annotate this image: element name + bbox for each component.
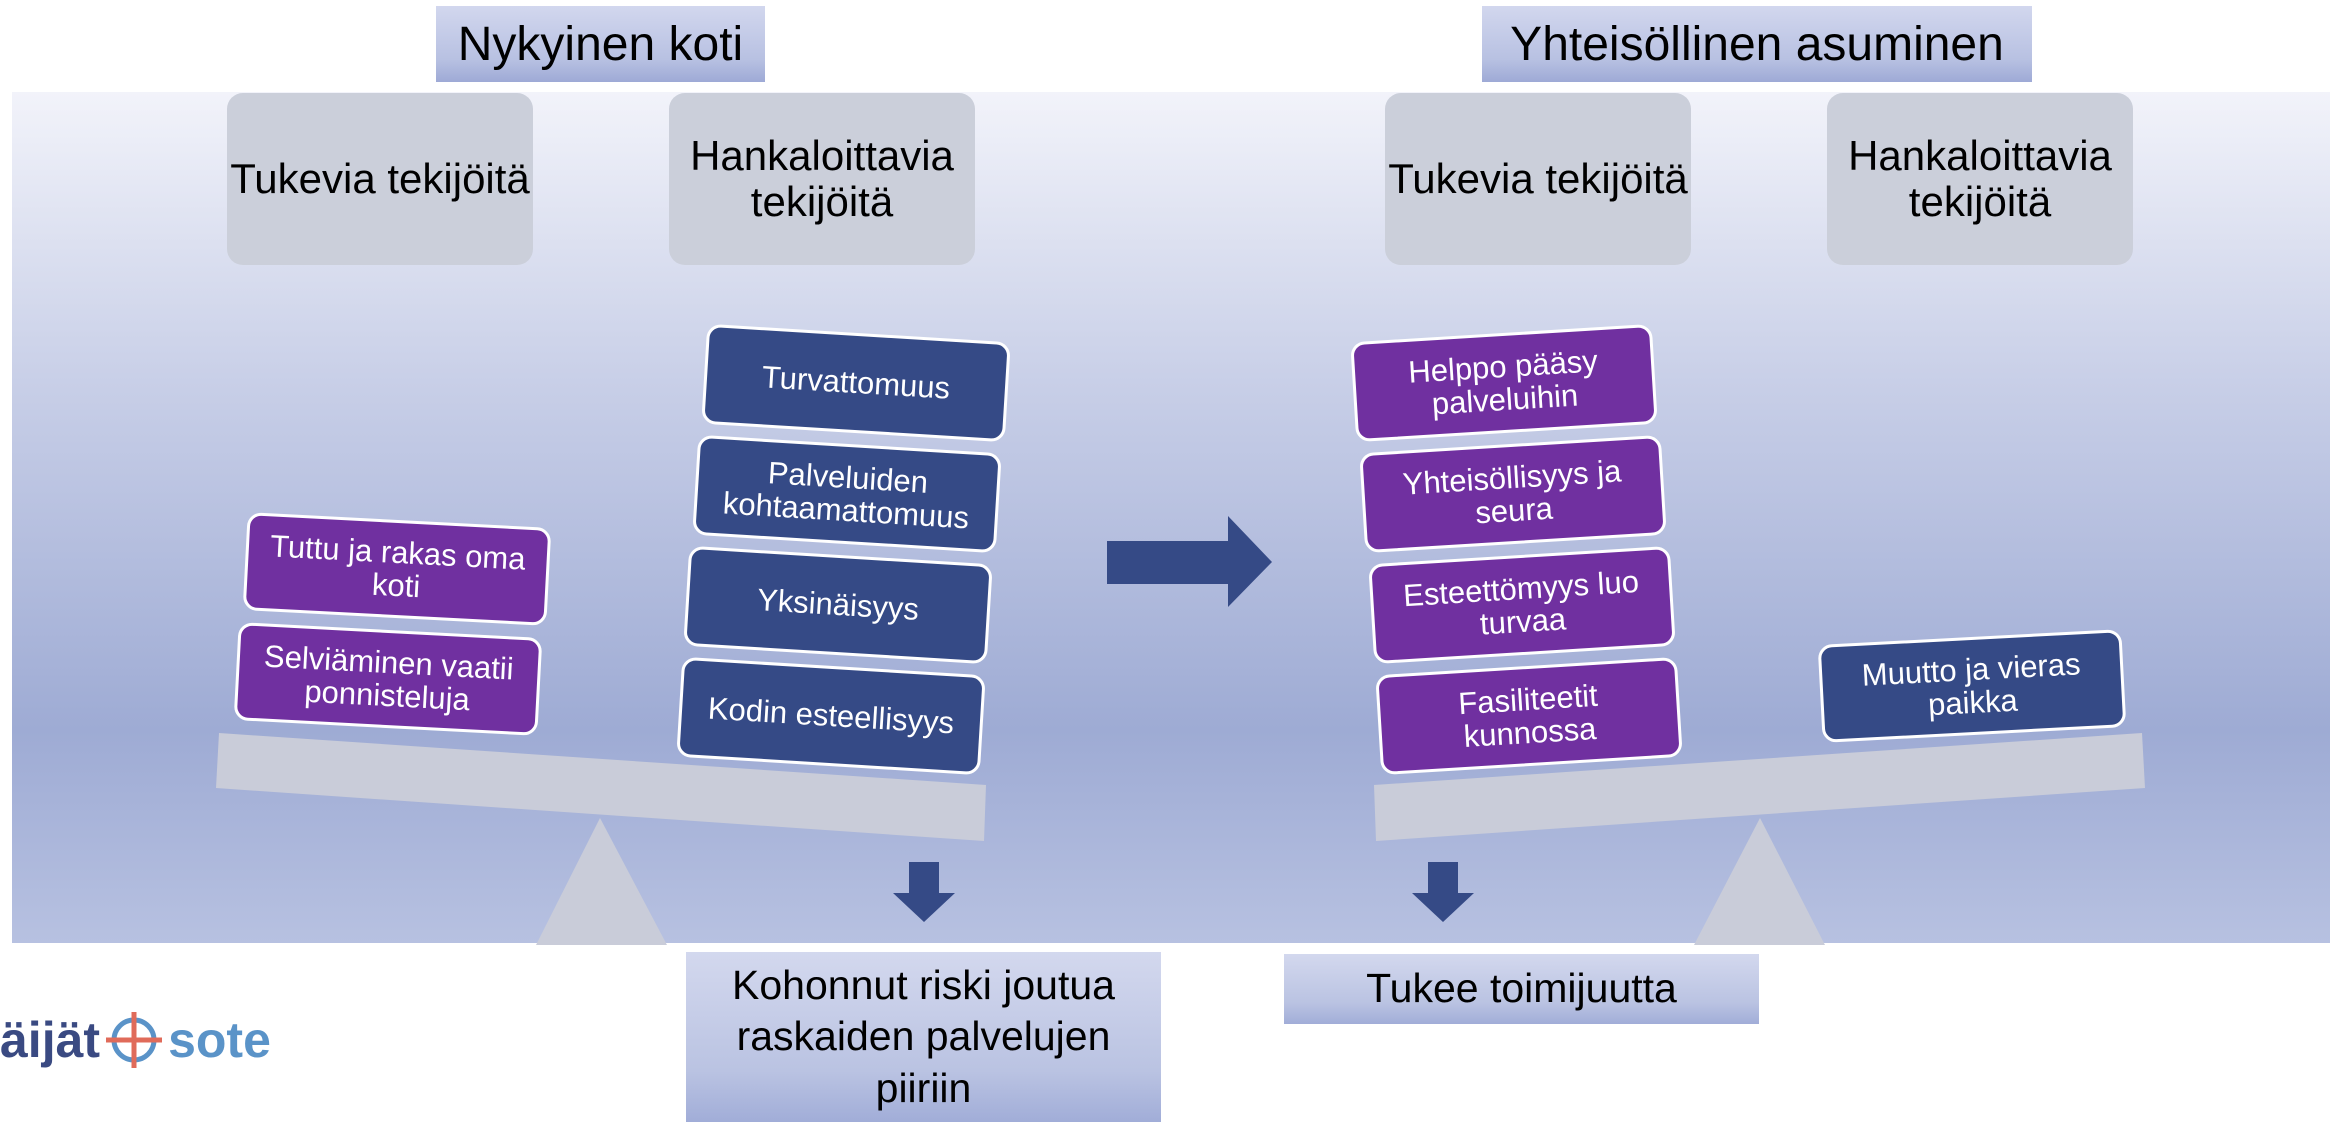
- left-title: Nykyinen koti: [436, 6, 765, 82]
- logo-text-second: sote: [168, 1012, 271, 1068]
- left-supporting-item: Selviäminen vaatii ponnisteluja: [233, 622, 543, 736]
- right-outcome: Tukee toimijuutta: [1284, 954, 1759, 1024]
- left-supporting-item: Tuttu ja rakas oma koti: [242, 512, 552, 626]
- left-down-arrow: [893, 862, 955, 922]
- logo-cross-icon: [106, 1012, 163, 1068]
- left-fulcrum: [536, 818, 667, 945]
- right-plank: [1374, 733, 2145, 841]
- left-hindering-header: Hankaloittavia tekijöitä: [669, 93, 975, 265]
- right-supporting-item: Helppo pääsy palveluihin: [1350, 323, 1658, 443]
- paijat-sote-logo: äijät sote: [0, 1010, 271, 1070]
- left-supporting-header: Tukevia tekijöitä: [227, 93, 533, 265]
- right-hindering-header: Hankaloittavia tekijöitä: [1827, 93, 2133, 265]
- left-hindering-item: Palveluiden kohtaamattomuus: [692, 434, 1002, 554]
- transition-arrow: [1107, 516, 1272, 607]
- right-down-arrow: [1412, 862, 1474, 922]
- left-outcome: Kohonnut riski joutua raskaiden palveluj…: [686, 952, 1161, 1122]
- left-plank: [216, 733, 986, 841]
- left-hindering-item: Turvattomuus: [701, 323, 1011, 443]
- left-hindering-item: Kodin esteellisyys: [676, 656, 986, 776]
- right-supporting-item: Yhteisöllisyys ja seura: [1359, 434, 1667, 554]
- right-supporting-item: Fasiliteetit kunnossa: [1375, 656, 1683, 776]
- right-supporting-item: Esteettömyys luo turvaa: [1368, 545, 1676, 665]
- right-fulcrum: [1694, 818, 1825, 945]
- right-supporting-header: Tukevia tekijöitä: [1385, 93, 1691, 265]
- left-hindering-item: Yksinäisyys: [683, 545, 993, 665]
- right-title: Yhteisöllinen asuminen: [1482, 6, 2032, 82]
- right-hindering-item: Muutto ja vieras paikka: [1817, 629, 2127, 743]
- logo-text-first: äijät: [0, 1012, 101, 1068]
